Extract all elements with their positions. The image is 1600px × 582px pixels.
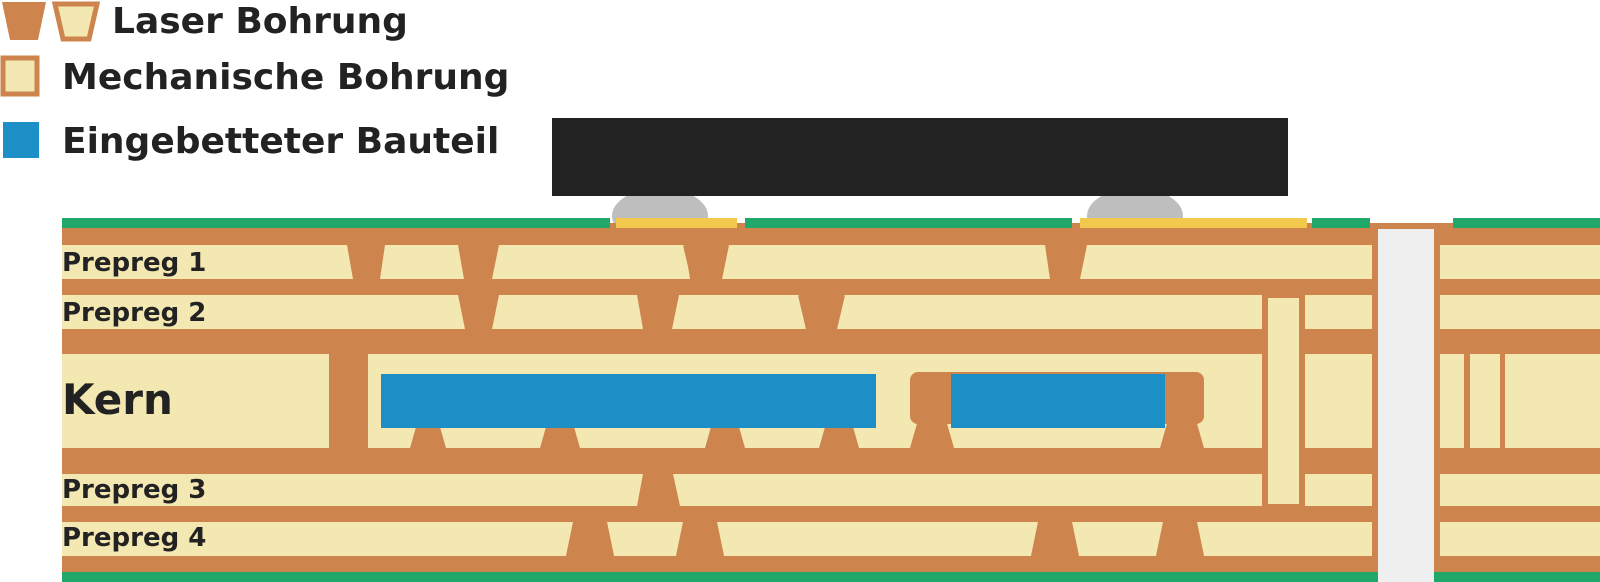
legend-mechanical-label: Mechanische Bohrung xyxy=(62,57,509,98)
solder-mask-bottom xyxy=(62,572,1378,582)
prepreg3-segment xyxy=(673,474,1262,506)
prepreg4-segment xyxy=(1195,522,1372,556)
prepreg4-segment xyxy=(62,522,575,556)
embedded-component-left xyxy=(381,374,876,428)
prepreg1-segment-right xyxy=(1440,245,1600,279)
solder-mask-top xyxy=(62,218,610,228)
mechanical-via-fill-right xyxy=(1470,354,1500,448)
prepreg4-segment xyxy=(605,522,685,556)
laser-via-outline xyxy=(675,521,725,558)
top-surface xyxy=(62,218,1600,228)
prepreg2-segment xyxy=(492,295,643,329)
layer-label-prepreg3: Prepreg 3 xyxy=(62,475,206,505)
core-segment-right xyxy=(1440,354,1464,448)
prepreg2-segment xyxy=(672,295,806,329)
legend-laser-via-filled-icon xyxy=(2,2,46,40)
prepreg1-segment xyxy=(492,245,690,279)
laser-via-outline xyxy=(1030,521,1080,558)
prepreg4-segment xyxy=(1070,522,1165,556)
legend-laser-via-outline-icon xyxy=(51,1,101,42)
mechanical-via-fill xyxy=(1268,298,1299,504)
solder-mask-bottom xyxy=(1434,572,1600,582)
legend-mechanical-via-icon xyxy=(0,55,40,97)
prepreg3-segment-right xyxy=(1440,474,1600,506)
solder-mask-top xyxy=(745,218,1072,228)
legend-embedded-label: Eingebetteter Bauteil xyxy=(62,121,499,162)
prepreg1-segment xyxy=(380,245,464,279)
core-segment xyxy=(62,354,329,448)
prepreg1-segment xyxy=(720,245,1050,279)
solder-mask-top xyxy=(1453,218,1600,228)
prepreg2-segment xyxy=(837,295,1262,329)
layer-label-prepreg1: Prepreg 1 xyxy=(62,248,206,278)
laser-via-outline xyxy=(798,294,845,331)
pad-right xyxy=(1080,218,1307,228)
pad-left xyxy=(616,218,737,228)
mechanical-through-hole xyxy=(1378,229,1434,582)
microvia-pillar xyxy=(910,420,954,448)
component-chip xyxy=(552,118,1288,196)
prepreg2-segment-right xyxy=(1440,295,1600,329)
laser-via-outline xyxy=(1155,521,1205,558)
dielectric-layers xyxy=(62,245,1600,556)
core-segment xyxy=(1305,354,1372,448)
laser-via-outline xyxy=(565,521,615,558)
laser-via-outlines xyxy=(565,244,1205,558)
core-segment-right xyxy=(1505,354,1600,448)
legend-laser-label: Laser Bohrung xyxy=(112,1,408,42)
laser-via-outline xyxy=(683,244,729,281)
legend-embedded-icon xyxy=(3,122,39,158)
solder-mask-top xyxy=(1312,218,1370,228)
legend: Laser Bohrung Mechanische Bohrung Eingeb… xyxy=(0,1,509,162)
prepreg4-segment xyxy=(715,522,1040,556)
embedded-component-right xyxy=(951,374,1165,428)
prepreg2-segment xyxy=(1305,295,1372,329)
prepreg3-segment xyxy=(62,474,643,506)
prepreg4-segment-right xyxy=(1440,522,1600,556)
layer-label-prepreg4: Prepreg 4 xyxy=(62,523,206,553)
layer-label-core: Kern xyxy=(62,375,173,424)
prepreg3-segment xyxy=(1305,474,1372,506)
prepreg2-segment xyxy=(62,295,465,329)
microvia-pillar xyxy=(1160,420,1204,448)
prepreg1-segment xyxy=(62,245,353,279)
layer-label-prepreg2: Prepreg 2 xyxy=(62,298,206,328)
prepreg1-segment xyxy=(1080,245,1372,279)
